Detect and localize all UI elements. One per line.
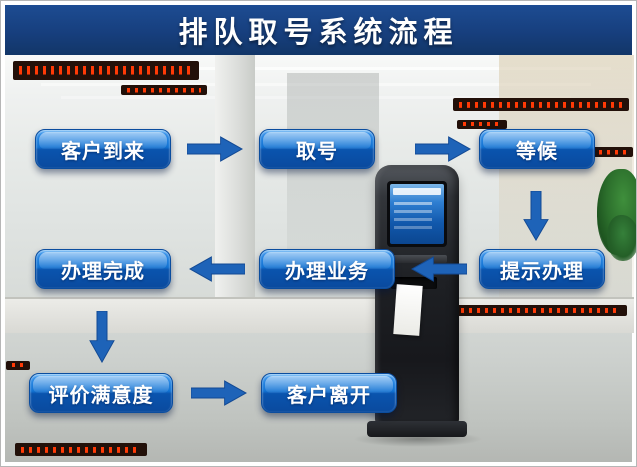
arrow-left-icon bbox=[189, 256, 245, 282]
flow-node-label: 客户离开 bbox=[287, 382, 371, 407]
flow-node-label: 客户到来 bbox=[61, 138, 145, 163]
flow-node-wait: 等候 bbox=[479, 129, 595, 169]
flow-node-handle-complete: 办理完成 bbox=[35, 249, 171, 289]
led-ticker-display bbox=[13, 61, 199, 80]
led-ticker-display bbox=[457, 120, 507, 129]
arrow-down-icon bbox=[523, 191, 549, 241]
flow-node-label: 提示办理 bbox=[500, 258, 584, 283]
kiosk-panel bbox=[387, 255, 447, 263]
kiosk-screen-ui bbox=[390, 184, 444, 244]
title-bar: 排队取号系统流程 bbox=[5, 5, 632, 55]
flow-node-label: 取号 bbox=[296, 138, 338, 163]
led-ticker-display bbox=[431, 305, 627, 316]
ceiling-light bbox=[21, 67, 611, 70]
flow-node-customer-arrive: 客户到来 bbox=[35, 129, 171, 169]
page-title: 排队取号系统流程 bbox=[178, 15, 459, 49]
led-ticker-display bbox=[6, 361, 30, 370]
flow-node-handle-business: 办理业务 bbox=[259, 249, 395, 289]
flow-node-customer-leave: 客户离开 bbox=[261, 373, 397, 413]
led-ticker-display bbox=[15, 443, 147, 456]
ceiling-light bbox=[61, 96, 571, 99]
flow-node-label: 评价满意度 bbox=[48, 382, 154, 407]
arrow-right-icon bbox=[415, 136, 471, 162]
flow-node-label: 办理完成 bbox=[61, 258, 145, 283]
ticket-paper bbox=[393, 284, 423, 336]
plant bbox=[607, 215, 636, 261]
led-ticker-display bbox=[121, 85, 207, 95]
arrow-right-icon bbox=[191, 380, 247, 406]
flow-node-take-number: 取号 bbox=[259, 129, 375, 169]
arrow-left-icon bbox=[411, 256, 467, 282]
flow-node-label: 办理业务 bbox=[285, 258, 369, 283]
flow-node-rate-satisfaction: 评价满意度 bbox=[29, 373, 173, 413]
arrow-right-icon bbox=[187, 136, 243, 162]
ceiling-light bbox=[41, 83, 591, 86]
arrow-down-icon bbox=[89, 311, 115, 363]
flow-node-prompt-handle: 提示办理 bbox=[479, 249, 605, 289]
kiosk-base bbox=[367, 421, 467, 437]
flow-node-label: 等候 bbox=[516, 138, 558, 163]
led-ticker-display bbox=[585, 147, 633, 157]
kiosk-screen bbox=[387, 181, 447, 247]
pillar bbox=[215, 55, 255, 303]
led-ticker-display bbox=[453, 98, 629, 111]
